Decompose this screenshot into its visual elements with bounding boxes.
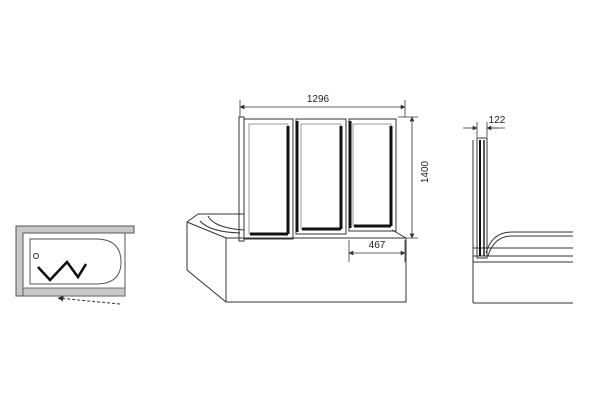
dim-total-width: 1296 bbox=[307, 94, 330, 105]
depth-dimension: 122 bbox=[463, 115, 506, 137]
side-panels bbox=[476, 137, 488, 259]
panel-2 bbox=[295, 118, 347, 235]
dim-panel-width: 467 bbox=[369, 240, 386, 251]
panel-1 bbox=[243, 118, 294, 240]
panel-3 bbox=[348, 118, 397, 232]
zigzag-line-icon bbox=[37, 259, 88, 282]
inset-tub-basin bbox=[29, 238, 122, 285]
perspective-view: 1296 1400 467 bbox=[186, 94, 431, 303]
inset-tub-outline bbox=[22, 232, 126, 297]
screen-panels bbox=[238, 116, 397, 242]
dim-height: 1400 bbox=[420, 160, 431, 183]
side-view: 122 bbox=[463, 115, 573, 304]
width-dimension: 1296 bbox=[239, 94, 406, 117]
panel-width-dimension: 467 bbox=[348, 240, 406, 262]
top-view-inset bbox=[15, 225, 135, 305]
side-bathtub bbox=[473, 231, 573, 304]
height-dimension: 1400 bbox=[398, 116, 431, 239]
inset-tub-edge bbox=[22, 287, 126, 297]
dim-profile-depth: 122 bbox=[489, 115, 506, 126]
wall-profile bbox=[238, 116, 245, 242]
dashed-arrow-left-icon bbox=[57, 295, 121, 305]
drain-icon bbox=[33, 253, 39, 259]
